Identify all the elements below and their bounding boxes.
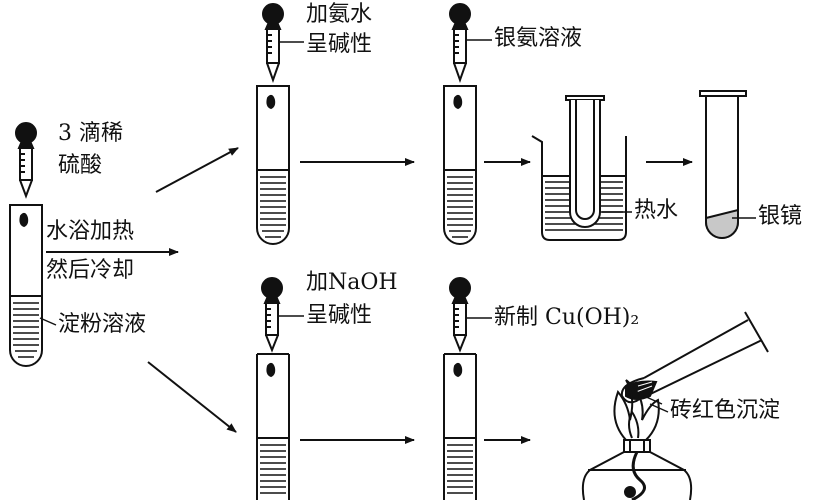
branch-arrow-down [147, 361, 237, 433]
dropper-icon [262, 3, 284, 84]
dropper-icon [449, 277, 471, 353]
fresh-copper-hydroxide-label: 新制 Cu(OH)₂ [494, 305, 640, 330]
starch-solution-label: 淀粉溶液 [58, 312, 147, 337]
test-tube-icon [443, 353, 477, 500]
leader-line [39, 317, 57, 326]
test-tube-icon [620, 311, 769, 404]
test-tube-icon [699, 90, 747, 239]
silver-ammonia-label: 银氨溶液 [494, 26, 583, 51]
test-tube-icon [256, 353, 290, 500]
branch-arrow-up [155, 147, 239, 193]
hot-water-label: 热水 [634, 198, 679, 223]
add-ammonia-label-2: 呈碱性 [306, 32, 373, 57]
water-bath-heating-label: 水浴加热 [46, 219, 135, 244]
leader-line [649, 403, 669, 413]
add-ammonia-label-1: 加氨水 [306, 2, 373, 27]
add-naoh-label-1: 加NaOH [306, 270, 398, 295]
test-tube-icon [9, 204, 43, 367]
beaker-icon [531, 95, 627, 241]
dropper-icon [449, 3, 471, 84]
dropper-icon [15, 122, 37, 199]
add-naoh-label-2: 呈碱性 [306, 303, 373, 328]
silver-mirror-label: 银镜 [758, 204, 803, 229]
brick-red-precipitate-label: 砖红色沉淀 [670, 398, 781, 423]
dropper-icon [261, 277, 283, 353]
alcohol-lamp-icon [581, 379, 693, 500]
then-cool-label: 然后冷却 [46, 258, 135, 283]
dilute-sulfuric-acid-label-2: 硫酸 [58, 153, 103, 178]
dilute-sulfuric-acid-label-1: 3 滴稀 [58, 121, 123, 146]
test-tube-icon [443, 85, 477, 245]
silver-mirror [705, 208, 739, 239]
test-tube-icon [256, 85, 290, 245]
